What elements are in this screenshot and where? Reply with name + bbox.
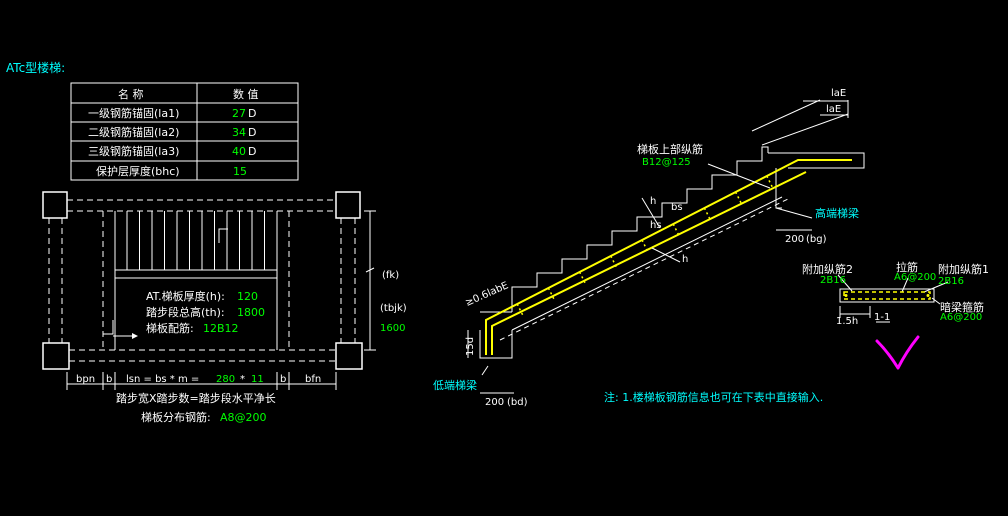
table-header-value: 数 值	[233, 88, 259, 101]
plan-dist-label: 梯板分布钢筋:	[141, 410, 211, 424]
stirrup-mark	[547, 287, 556, 301]
drawing-title: ATc型楼梯:	[6, 60, 65, 75]
plan-view	[42, 191, 376, 390]
hidden-stirrup-label: 暗梁箍筋	[940, 300, 984, 314]
plan-thickness-value[interactable]: 120	[237, 290, 258, 303]
parameter-table	[70, 82, 299, 181]
plan-rebar-value[interactable]: 12B12	[203, 322, 239, 335]
plan-tbjk-label: (tbjk)	[380, 303, 407, 314]
dim-1-5h: 1.5h	[836, 316, 858, 327]
stair-step-profile	[511, 146, 769, 312]
column-bottom-right	[335, 342, 363, 370]
plan-fk-label: (fk)	[382, 270, 399, 281]
table-row-la2-name: 二级钢筋锚固(la2)	[88, 125, 179, 139]
table-row-bhc-value[interactable]: 15	[233, 165, 247, 178]
plan-dist-value[interactable]: A8@200	[220, 411, 267, 424]
top-rebar-label: 梯板上部纵筋	[637, 142, 703, 156]
add-rebar1-value[interactable]: 2B16	[938, 276, 964, 287]
stirrup-mark	[672, 223, 680, 237]
dim-anchor: ≥0.6labE	[464, 280, 510, 309]
add-rebar2-value[interactable]: 2B16	[820, 275, 846, 286]
add-rebar1-label: 附加纵筋1	[938, 262, 989, 276]
plan-height-value[interactable]: 1800	[237, 306, 265, 319]
stirrup-mark	[610, 255, 618, 269]
dim-bd-label: (bd)	[507, 397, 528, 408]
dim-b-left: b	[106, 374, 112, 385]
table-row-bhc-name: 保护层厚度(bhc)	[96, 164, 180, 178]
table-row-la1-name: 一级钢筋锚固(la1)	[88, 106, 179, 120]
plan-rebar-label: 梯板配筋:	[146, 321, 194, 335]
dim-b-right: b	[280, 374, 286, 385]
dim-15d: 15d	[465, 337, 476, 356]
check-mark-icon	[875, 335, 920, 370]
plan-formula: 踏步宽X踏步数=踏步段水平净长	[116, 391, 276, 405]
dim-h-upper: h	[650, 196, 656, 207]
plan-height-label: 踏步段总高(th):	[146, 305, 225, 319]
table-header-name: 名 称	[118, 87, 144, 101]
section-lae-1: laE	[831, 88, 846, 99]
column-top-left	[42, 191, 68, 219]
high-beam-label: 高端梯梁	[815, 206, 859, 220]
add-rebar2-label: 附加纵筋2	[802, 262, 853, 276]
dim-lsn-star: *	[240, 374, 245, 385]
stirrup-mark	[578, 271, 587, 285]
stirrup-mark	[734, 191, 743, 205]
table-row-la3-value[interactable]: 40	[232, 145, 246, 158]
dim-h-lower: h	[682, 254, 688, 265]
dim-bd-value[interactable]: 200	[485, 397, 504, 408]
tie-label: 拉筋	[896, 260, 918, 274]
stirrup-mark	[516, 303, 524, 317]
table-row-la2-unit: D	[248, 126, 256, 139]
dim-lsn-label: lsn = bs * m =	[126, 374, 199, 385]
note-text: 注: 1.楼梯板钢筋信息也可在下表中直接输入.	[604, 390, 823, 404]
table-row-la3-unit: D	[248, 145, 256, 158]
hidden-stirrup-value[interactable]: A6@200	[940, 312, 982, 323]
dim-lsn-bs[interactable]: 280	[216, 374, 235, 385]
plan-right-dim-value: 1600	[380, 323, 405, 334]
section-lae-2: laE	[826, 104, 841, 115]
top-rebar-value[interactable]: B12@125	[642, 157, 691, 168]
column-top-right	[335, 191, 361, 219]
column-bottom-left	[42, 342, 70, 370]
tie-value[interactable]: A6@200	[894, 272, 936, 283]
stirrup-mark	[703, 207, 712, 221]
dim-bs: bs	[671, 202, 683, 213]
dim-bfn: bfn	[305, 374, 321, 385]
table-row-la2-value[interactable]: 34	[232, 126, 246, 139]
dim-bpn: bpn	[76, 374, 95, 385]
table-row-la3-name: 三级钢筋锚固(la3)	[88, 144, 179, 158]
cut-label: 1-1	[874, 312, 890, 323]
plan-thickness-label: AT.梯板厚度(h):	[146, 289, 225, 303]
dim-bg-label: (bg)	[806, 234, 827, 245]
hidden-beam-detail	[837, 274, 949, 323]
section-view	[467, 99, 865, 394]
low-beam-label: 低端梯梁	[433, 378, 477, 392]
table-row-la1-unit: D	[248, 107, 256, 120]
dim-lsn-m[interactable]: 11	[251, 374, 264, 385]
dim-bg-value[interactable]: 200	[785, 234, 804, 245]
stirrup-mark	[766, 175, 774, 189]
table-row-la1-value[interactable]: 27	[232, 107, 246, 120]
stirrup-mark	[641, 239, 649, 253]
dim-hs: hs	[650, 220, 662, 231]
